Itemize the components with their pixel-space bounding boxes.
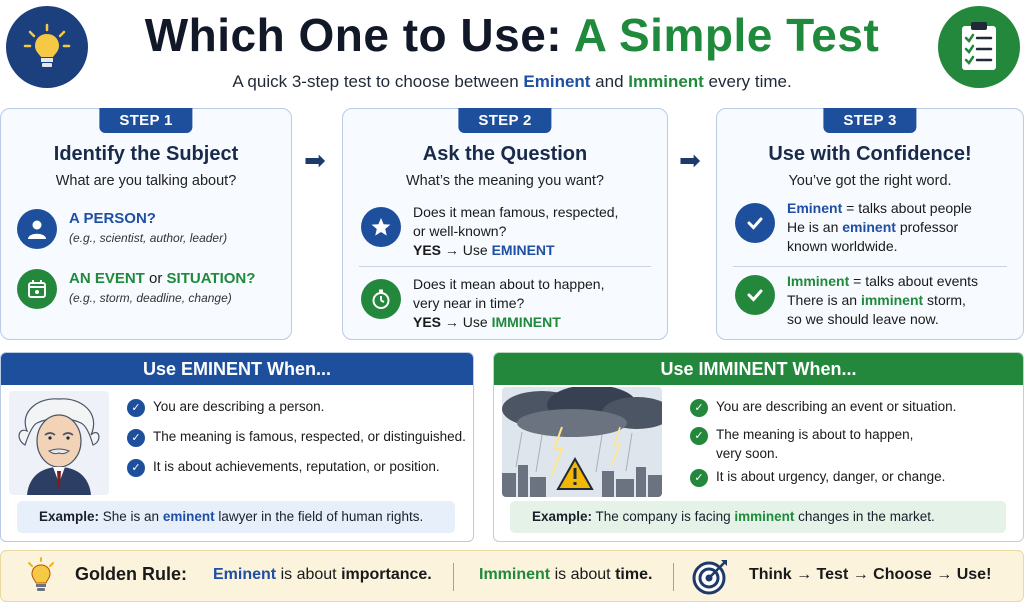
use-imminent-word: IMMINENT [491, 314, 561, 330]
arrow-right-icon: ➡ [304, 145, 326, 175]
star-icon [361, 207, 401, 247]
stopwatch-icon [361, 279, 401, 319]
golden-rule-steps: Think → Test → Choose → Use! [749, 566, 992, 583]
step-3-title: Use with Confidence! [768, 143, 972, 165]
arrow-right-icon: ➡ [679, 145, 701, 175]
step-2-tab: STEP 2 [458, 108, 552, 133]
eminent-example: Example: She is an eminent lawyer in the… [17, 501, 455, 533]
calendar-icon [17, 269, 57, 309]
storm-illustration [502, 387, 662, 497]
golden-rule-bar: Golden Rule: Eminent is about importance… [0, 550, 1024, 602]
use-eminent-word: EMINENT [491, 242, 555, 258]
checkmark-icon: ✓ [690, 427, 708, 445]
event-example: (e.g., storm, deadline, change) [69, 291, 232, 305]
step-2-card: STEP 2 Ask the Question What’s the meani… [342, 108, 668, 340]
step-1-subtitle: What are you talking about? [55, 173, 237, 189]
step-1-title: Identify the Subject [53, 143, 239, 165]
step-1-card: STEP 1 Identify the Subject What are you… [0, 108, 292, 340]
page-title: Which One to Use: A Simple Test [144, 9, 880, 61]
checkmark-icon: ✓ [690, 469, 708, 487]
golden-rule-imminent: Imminent is about time. [479, 566, 653, 583]
person-icon [17, 209, 57, 249]
checkmark-icon: ✓ [127, 399, 145, 417]
eminent-panel-heading: Use EMINENT When... [1, 353, 473, 385]
lightbulb-icon [6, 6, 88, 88]
imminent-panel: Use IMMINENT When... ✓ You are [493, 352, 1024, 542]
person-example: (e.g., scientist, author, leader) [69, 231, 228, 245]
step-3-card: STEP 3 Use with Confidence! You’ve got t… [716, 108, 1024, 340]
checkmark-icon [735, 275, 775, 315]
subtitle: A quick 3-step test to choose between Em… [232, 72, 792, 91]
situation-label: SITUATION? [166, 270, 256, 287]
einstein-illustration [9, 391, 109, 495]
lightbulb-icon [25, 557, 57, 602]
clipboard-checklist-icon [938, 6, 1020, 88]
step-3-tab: STEP 3 [823, 108, 917, 133]
person-label: A PERSON? [69, 210, 156, 227]
imminent-panel-heading: Use IMMINENT When... [494, 353, 1023, 385]
checkmark-icon: ✓ [127, 459, 145, 477]
golden-rule-label: Golden Rule: [75, 564, 187, 584]
event-label: AN EVENT [69, 270, 145, 287]
eminent-panel: Use EMINENT When... ✓ You are describing… [0, 352, 474, 542]
step-2-title: Ask the Question [422, 143, 588, 165]
target-icon [691, 558, 729, 601]
warning-icon [556, 456, 594, 496]
step-1-tab: STEP 1 [99, 108, 193, 133]
imminent-example: Example: The company is facing imminent … [510, 501, 1006, 533]
golden-rule-eminent: Eminent is about importance. [213, 566, 432, 583]
step-2-subtitle: What’s the meaning you want? [405, 173, 604, 189]
checkmark-icon [735, 203, 775, 243]
checkmark-icon: ✓ [690, 399, 708, 417]
step-3-subtitle: You’ve got the right word. [788, 173, 952, 189]
checkmark-icon: ✓ [127, 429, 145, 447]
